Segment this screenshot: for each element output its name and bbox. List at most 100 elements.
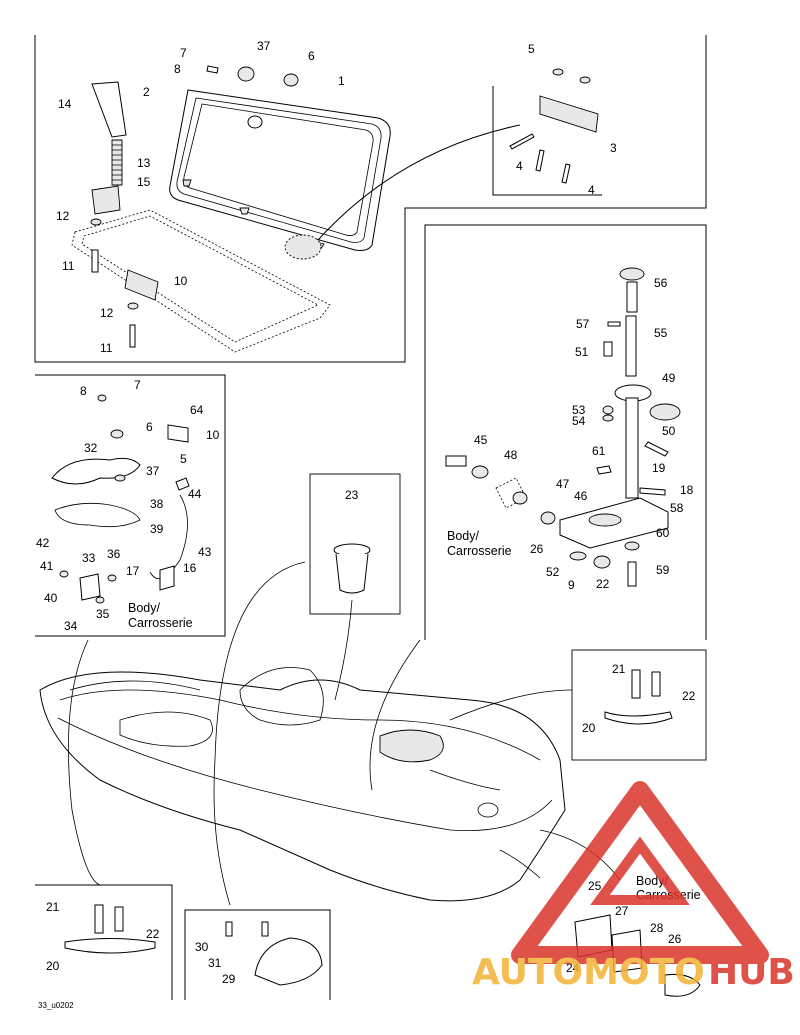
callout-19: 19: [652, 461, 666, 475]
callout-26: 26: [668, 932, 682, 946]
callout-23: 23: [345, 488, 359, 502]
detail-leaders: [68, 561, 621, 906]
callout-20: 20: [46, 959, 60, 973]
callout-55: 55: [654, 326, 668, 340]
callout-57: 57: [576, 317, 590, 331]
watercraft-body: [39, 667, 566, 902]
watermark-text-right: HUB: [708, 952, 795, 993]
callout-26: 26: [530, 542, 544, 556]
vent-cover: [225, 921, 323, 986]
callout-58: 58: [670, 501, 684, 515]
callout-10: 10: [174, 274, 188, 288]
note-body-2b: Carrosserie: [128, 616, 193, 630]
callout-37: 37: [257, 39, 271, 53]
frame-cleat-left: [35, 884, 173, 1000]
diagram-code: 33_u0202: [38, 1001, 74, 1010]
callout-31: 31: [208, 956, 222, 970]
callout-38: 38: [150, 497, 164, 511]
callout-45: 45: [474, 433, 488, 447]
callout-2: 2: [143, 85, 150, 99]
callout-4: 4: [516, 159, 523, 173]
callout-46: 46: [574, 489, 588, 503]
callout-11: 11: [100, 341, 113, 355]
note-body-1: Body/: [447, 529, 479, 543]
callout-6: 6: [146, 420, 153, 434]
frame-cleat-right: [571, 649, 707, 761]
callout-3: 3: [610, 141, 617, 155]
callout-54: 54: [572, 414, 586, 428]
callout-59: 59: [656, 563, 670, 577]
callout-4: 4: [588, 183, 595, 197]
callout-53: 53: [572, 403, 586, 417]
callout-28: 28: [650, 921, 664, 935]
callout-30: 30: [195, 940, 209, 954]
callout-39: 39: [150, 522, 164, 536]
callout-47: 47: [556, 477, 570, 491]
callout-8: 8: [174, 62, 181, 76]
callout-49: 49: [662, 371, 676, 385]
callout-61: 61: [592, 444, 606, 458]
callout-12: 12: [100, 306, 114, 320]
cleat-right: [604, 669, 673, 725]
callout-50: 50: [662, 424, 676, 438]
callout-21: 21: [46, 900, 60, 914]
callout-20: 20: [582, 721, 596, 735]
callout-15: 15: [137, 175, 151, 189]
callout-17: 17: [126, 564, 140, 578]
callout-10: 10: [206, 428, 220, 442]
callout-43: 43: [198, 545, 212, 559]
callout-24: 24: [566, 961, 580, 975]
callout-7: 7: [180, 46, 187, 60]
callout-33: 33: [82, 551, 96, 565]
callout-29: 29: [222, 972, 236, 986]
callout-64: 64: [190, 403, 204, 417]
cup-holder: [333, 543, 371, 594]
callout-21: 21: [612, 662, 626, 676]
post-assembly: [445, 267, 681, 587]
callout-27: 27: [615, 904, 629, 918]
callout-37: 37: [146, 464, 160, 478]
callout-5: 5: [180, 452, 187, 466]
callout-9: 9: [568, 578, 575, 592]
callout-22: 22: [596, 577, 610, 591]
watermark-logo: AUTOMOTO HUB: [472, 781, 795, 993]
callout-1: 1: [338, 74, 345, 88]
note-body-2: Body/: [128, 601, 160, 615]
frame-right-middle: [424, 224, 707, 640]
callout-12: 12: [56, 209, 70, 223]
callout-11: 11: [62, 259, 75, 273]
callout-44: 44: [188, 487, 202, 501]
callout-8: 8: [80, 384, 87, 398]
callout-32: 32: [84, 441, 98, 455]
callout-18: 18: [680, 483, 694, 497]
frame-top-right-box: [492, 86, 602, 196]
callout-5: 5: [528, 42, 535, 56]
callout-25: 25: [588, 879, 602, 893]
callout-16: 16: [183, 561, 197, 575]
callout-56: 56: [654, 276, 668, 290]
callout-35: 35: [96, 607, 110, 621]
cleat-left: [64, 904, 156, 954]
callout-6: 6: [308, 49, 315, 63]
callout-36: 36: [107, 547, 121, 561]
frame-top-left: [34, 35, 707, 363]
callout-60: 60: [656, 526, 670, 540]
latch-assembly: [51, 394, 190, 604]
callout-52: 52: [546, 565, 560, 579]
watermark-text-left: AUTOMOTO: [472, 952, 705, 993]
hinge-detail: [509, 68, 599, 184]
callout-51: 51: [575, 345, 589, 359]
hatch-window-assembly: [71, 65, 521, 353]
callout-41: 41: [40, 559, 54, 573]
callout-13: 13: [137, 156, 151, 170]
callout-42: 42: [36, 536, 50, 550]
callout-48: 48: [504, 448, 518, 462]
callout-14: 14: [58, 97, 72, 111]
callout-7: 7: [134, 378, 141, 392]
frame-left-middle: [35, 374, 226, 637]
callout-40: 40: [44, 591, 58, 605]
note-body-1b: Carrosserie: [447, 544, 512, 558]
